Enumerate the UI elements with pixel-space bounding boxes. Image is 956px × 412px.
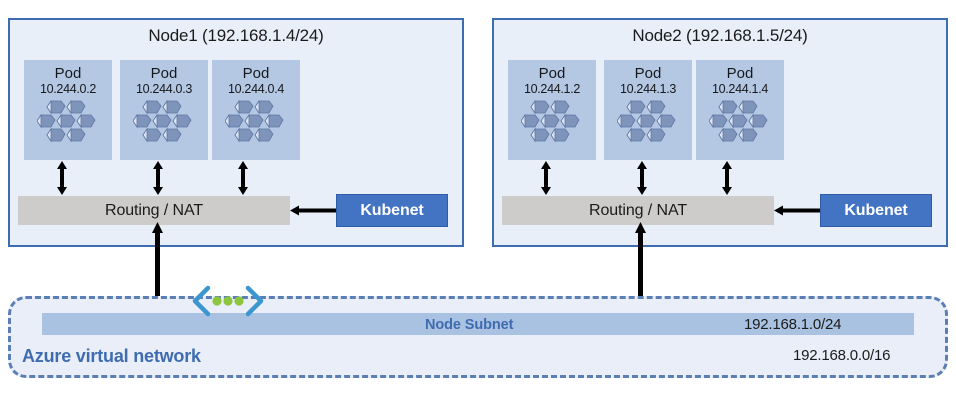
left-arrow-icon-node2 — [774, 205, 820, 216]
kubenet-box-node2[interactable]: Kubenet — [820, 194, 932, 227]
double-arrow-icon-node2-pod1 — [541, 161, 551, 195]
kubenet-box-node1[interactable]: Kubenet — [336, 194, 448, 227]
pod-box-node1-2[interactable]: Pod 10.244.0.3 — [120, 60, 208, 160]
pod-label: Pod — [54, 65, 82, 82]
pod-address: 10.244.0.3 — [135, 82, 193, 96]
pod-box-node2-3[interactable]: Pod 10.244.1.4 — [696, 60, 784, 160]
pod-address: 10.244.0.4 — [227, 82, 285, 96]
pod-containers-icon — [617, 100, 676, 143]
pod-label: Pod — [150, 65, 178, 82]
pod-box-node1-3[interactable]: Pod 10.244.0.4 — [212, 60, 300, 160]
azure-virtual-network-cidr: 192.168.0.0/16 — [793, 347, 891, 364]
double-arrow-icon-node2-pod3 — [722, 161, 732, 195]
routing-nat-label: Routing / NAT — [589, 201, 687, 219]
azure-virtual-network-label: Azure virtual network — [22, 346, 201, 366]
pod-label: Pod — [242, 65, 270, 82]
double-arrow-icon-node1-pod3 — [238, 161, 248, 195]
kubenet-label: Kubenet — [360, 201, 424, 219]
double-arrow-icon-node1-pod2 — [153, 161, 163, 195]
pod-address: 10.244.0.2 — [39, 82, 97, 96]
routing-nat-label: Routing / NAT — [105, 201, 203, 219]
double-arrow-icon-node2-to-vnet — [635, 222, 646, 332]
pod-containers-icon — [37, 100, 96, 143]
pod-address: 10.244.1.3 — [619, 82, 677, 96]
pod-label: Pod — [726, 65, 754, 82]
pod-box-node2-1[interactable]: Pod 10.244.1.2 — [508, 60, 596, 160]
routing-nat-bar-node2[interactable]: Routing / NAT — [502, 196, 774, 225]
pod-box-node2-2[interactable]: Pod 10.244.1.3 — [604, 60, 692, 160]
routing-nat-bar-node1[interactable]: Routing / NAT — [18, 196, 290, 225]
azure-virtual-network-box[interactable] — [8, 296, 948, 378]
node-subnet-bar[interactable] — [42, 313, 914, 335]
pod-box-node1-1[interactable]: Pod 10.244.0.2 — [24, 60, 112, 160]
pod-containers-icon — [133, 100, 192, 143]
node2-title: Node2 (192.168.1.5/24) — [632, 26, 808, 45]
pod-label: Pod — [538, 65, 566, 82]
pod-containers-icon — [225, 100, 284, 143]
node1-title: Node1 (192.168.1.4/24) — [148, 26, 324, 45]
left-arrow-icon-node1 — [290, 205, 336, 216]
pod-containers-icon — [709, 100, 768, 143]
pod-label: Pod — [634, 65, 662, 82]
node-subnet-label: Node Subnet — [425, 317, 514, 333]
kubenet-label: Kubenet — [844, 201, 908, 219]
double-arrow-icon-node2-pod2 — [637, 161, 647, 195]
pod-address: 10.244.1.2 — [523, 82, 581, 96]
double-arrow-icon-node1-to-vnet — [152, 222, 163, 332]
pod-address: 10.244.1.4 — [711, 82, 769, 96]
pod-containers-icon — [521, 100, 580, 143]
double-arrow-icon-node1-pod1 — [57, 161, 67, 195]
node-subnet-cidr: 192.168.1.0/24 — [744, 316, 842, 333]
chevron-dots-icon — [192, 285, 264, 317]
